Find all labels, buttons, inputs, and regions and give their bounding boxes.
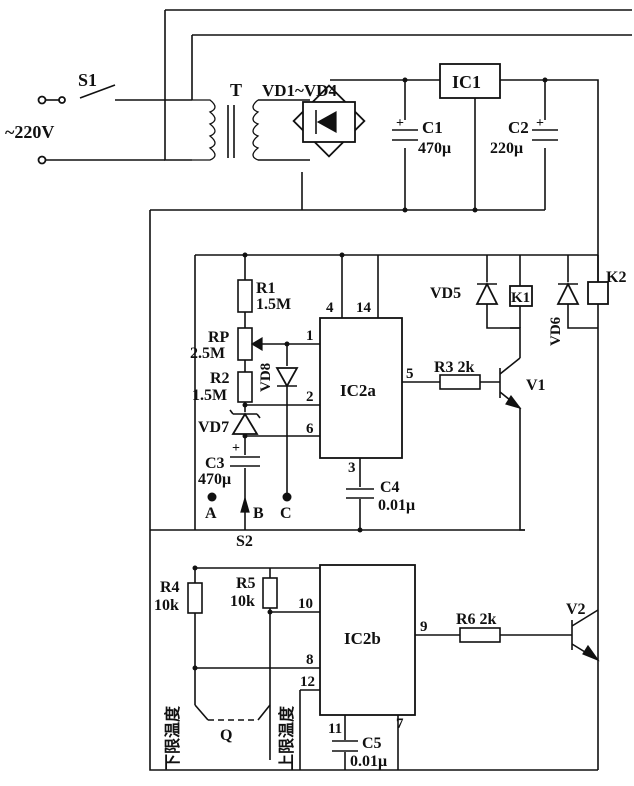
c5-value: 0.01μ bbox=[350, 753, 387, 770]
v2-label: V2 bbox=[566, 601, 586, 618]
source-label: ~220V bbox=[5, 122, 54, 142]
r2-label: R2 bbox=[210, 370, 230, 387]
lower-temp-label: 下限温度 bbox=[163, 705, 182, 770]
terminal-a-label: A bbox=[205, 505, 217, 522]
labels: S1 ~220V T VD1~VD4 IC1 + C1 470μ C2 + 22… bbox=[5, 70, 626, 770]
c1-label: C1 bbox=[422, 118, 443, 137]
pin-10: 10 bbox=[298, 596, 313, 612]
pin-7: 7 bbox=[396, 716, 404, 732]
r4-label: R4 bbox=[160, 579, 180, 596]
r5-label: R5 bbox=[236, 575, 256, 592]
wires bbox=[45, 9, 632, 771]
q-label: Q bbox=[220, 727, 232, 744]
r6-label: R6 2k bbox=[456, 611, 497, 628]
k2-label: K2 bbox=[606, 269, 626, 286]
k1-label: K1 bbox=[511, 290, 530, 306]
ic2a-label: IC2a bbox=[340, 381, 376, 400]
r2-value: 1.5M bbox=[192, 387, 227, 404]
vd6-label: VD6 bbox=[548, 316, 564, 346]
pin-3: 3 bbox=[348, 460, 356, 476]
c4-value: 0.01μ bbox=[378, 497, 415, 514]
pin-4: 4 bbox=[326, 300, 334, 316]
rp-value: 2.5M bbox=[190, 345, 225, 362]
vd5-label: VD5 bbox=[430, 285, 461, 302]
c2-label: C2 bbox=[508, 118, 529, 137]
terminal-b-label: B bbox=[253, 505, 264, 522]
r1-value: 1.5M bbox=[256, 296, 291, 313]
pin-5: 5 bbox=[406, 366, 414, 382]
c2-plus: + bbox=[536, 116, 544, 131]
r1-label: R1 bbox=[256, 280, 276, 297]
r4-value: 10k bbox=[154, 597, 179, 614]
r5-value: 10k bbox=[230, 593, 255, 610]
pin-11: 11 bbox=[328, 721, 342, 737]
c1-value: 470μ bbox=[418, 140, 451, 157]
v1-label: V1 bbox=[526, 377, 546, 394]
pin-9: 9 bbox=[420, 619, 428, 635]
pin-1: 1 bbox=[306, 328, 314, 344]
c3-label: C3 bbox=[205, 455, 225, 472]
c3-value: 470μ bbox=[198, 471, 231, 488]
c5-label: C5 bbox=[362, 735, 382, 752]
c1-plus: + bbox=[396, 116, 404, 131]
rp-label: RP bbox=[208, 329, 230, 346]
s2-label: S2 bbox=[236, 533, 253, 550]
r3-label: R3 2k bbox=[434, 359, 475, 376]
c2-value: 220μ bbox=[490, 140, 523, 157]
symbols bbox=[37, 63, 609, 752]
pin-8: 8 bbox=[306, 652, 314, 668]
s1-label: S1 bbox=[78, 70, 97, 90]
t-label: T bbox=[230, 80, 242, 100]
pin-12: 12 bbox=[300, 674, 315, 690]
c4-label: C4 bbox=[380, 479, 400, 496]
pin-2: 2 bbox=[306, 389, 314, 405]
upper-temp-label: 上限温度 bbox=[277, 705, 296, 770]
ic2b-label: IC2b bbox=[344, 629, 381, 648]
vd8-label: VD8 bbox=[258, 363, 274, 392]
ic1-label: IC1 bbox=[452, 72, 481, 92]
bridge-label: VD1~VD4 bbox=[262, 81, 337, 100]
pin-6: 6 bbox=[306, 421, 314, 437]
c3-plus: + bbox=[232, 441, 240, 456]
pin-14: 14 bbox=[356, 300, 372, 316]
vd7-label: VD7 bbox=[198, 419, 229, 436]
terminal-c-label: C bbox=[280, 505, 292, 522]
